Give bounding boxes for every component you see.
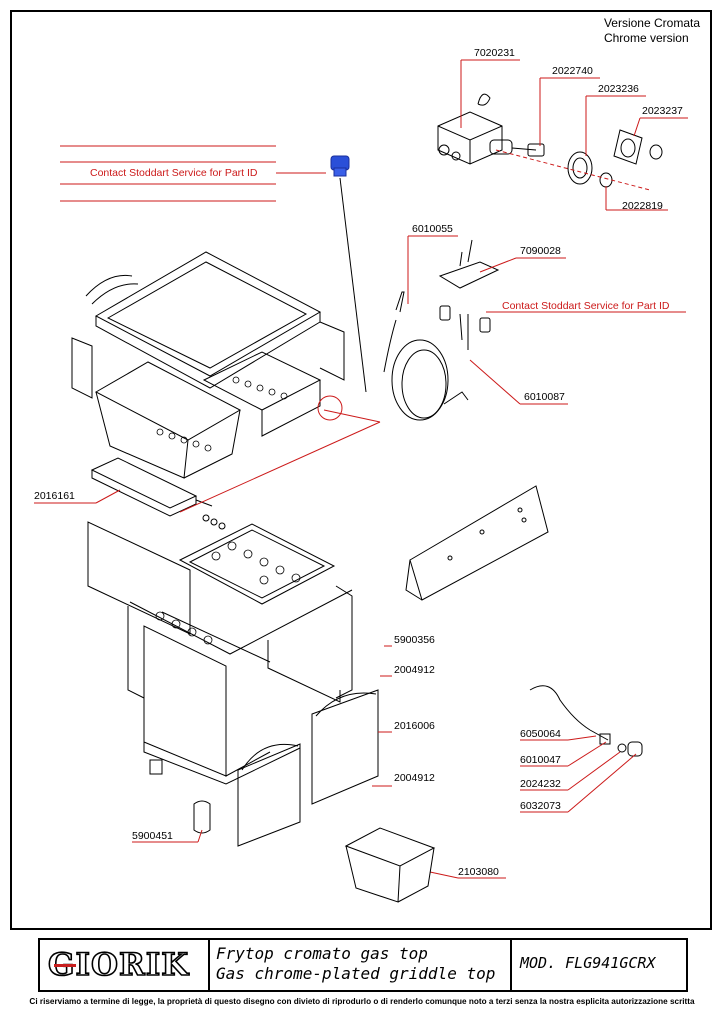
thermocouple-assembly: [317, 239, 500, 421]
drawing-frame: [10, 10, 712, 930]
part-5900451: 5900451: [132, 830, 173, 842]
griddle-top: [71, 251, 345, 399]
contact-note-right: Contact Stoddart Service for Part ID: [502, 300, 670, 312]
part-2023237: 2023237: [642, 105, 683, 117]
description-english: Gas chrome-plated griddle top: [216, 964, 496, 983]
knob-part: [330, 155, 350, 177]
lower-cabinet: [143, 625, 379, 847]
copyright-footer: Ci riserviamo a termine di legge, la pro…: [29, 997, 695, 1006]
part-6010047: 6010047: [520, 754, 561, 766]
part-2022740: 2022740: [552, 65, 593, 77]
part-2004912-b: 2004912: [394, 772, 435, 784]
part-5900356: 5900356: [394, 634, 435, 646]
part-6010055: 6010055: [412, 223, 453, 235]
part-2016006: 2016006: [394, 720, 435, 732]
pilot-parts: [529, 685, 643, 757]
drip-tray: [90, 457, 226, 530]
part-2023236: 2023236: [598, 83, 639, 95]
basin: [344, 827, 436, 903]
part-6010087: 6010087: [524, 391, 565, 403]
title-block: GIORIK Frytop cromato gas top Gas chrome…: [38, 938, 688, 992]
title-divider-2: [510, 940, 512, 990]
title-divider-1: [208, 940, 210, 990]
version-it: Versione Cromata: [603, 16, 700, 30]
part-2016161: 2016161: [34, 490, 75, 502]
contact-note-left: Contact Stoddart Service for Part ID: [90, 167, 258, 179]
thermo-leaders: [34, 235, 686, 513]
valve-leaders: [460, 59, 688, 211]
version-en: Chrome version: [603, 31, 689, 45]
part-6032073: 6032073: [520, 800, 561, 812]
pan-box: [94, 361, 242, 479]
part-7090028: 7090028: [520, 245, 561, 257]
part-2022819: 2022819: [622, 200, 663, 212]
model-number: MOD. FLG941GCRX: [520, 954, 656, 972]
cabinet-top: [87, 521, 353, 699]
cabinet-leaders: [132, 645, 506, 879]
contact-note-lines-left: [60, 145, 326, 202]
part-2024232: 2024232: [520, 778, 561, 790]
burner-box: [202, 351, 322, 437]
part-7020231: 7020231: [474, 47, 515, 59]
logo-accent: [54, 964, 76, 967]
pilot-leaders: [520, 735, 637, 813]
version-header: Versione Cromata Chrome version: [604, 16, 700, 46]
valve-assembly: [437, 93, 663, 188]
part-2004912-a: 2004912: [394, 664, 435, 676]
description-italian: Frytop cromato gas top: [216, 944, 428, 963]
control-panel: [405, 485, 549, 601]
product-description: Frytop cromato gas top Gas chrome-plated…: [216, 944, 495, 984]
part-2103080: 2103080: [458, 866, 499, 878]
part-6050064: 6050064: [520, 728, 561, 740]
